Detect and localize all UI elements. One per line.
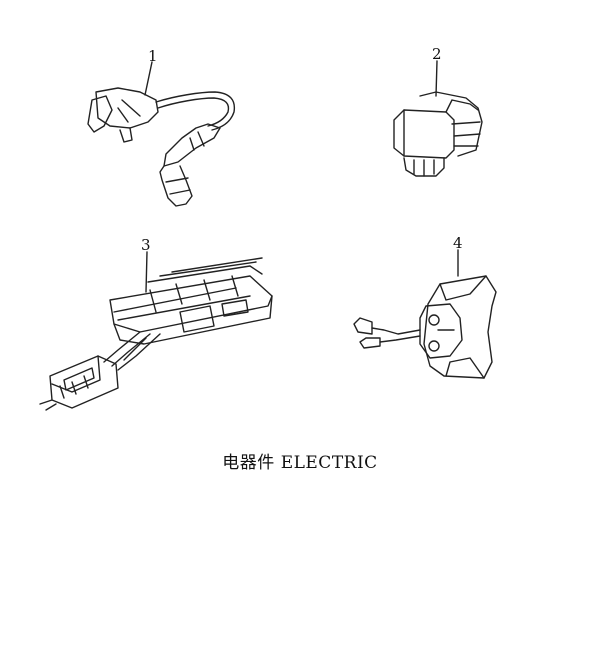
callout-number-4: 4 (453, 234, 463, 252)
callout-number-2: 2 (432, 45, 442, 63)
callout-number-1: 1 (148, 47, 158, 65)
diagram-caption: 电器件 ELECTRIC (222, 453, 378, 473)
callout-number-3: 3 (141, 236, 151, 254)
